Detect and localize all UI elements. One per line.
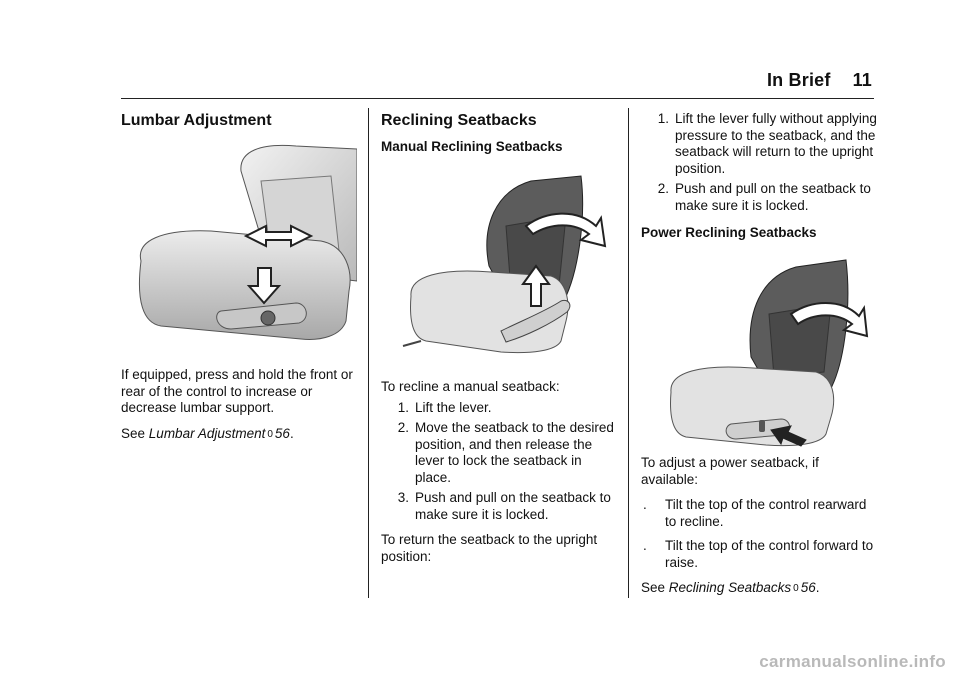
- list-item: .Tilt the top of the control rearward to…: [643, 497, 867, 529]
- list-item: .Tilt the top of the control forward to …: [643, 538, 874, 570]
- manual-steps: 1.Lift the lever. 2.Move the seatback to…: [381, 400, 617, 524]
- header-rule: [121, 98, 874, 99]
- column-reclining-cont: 1.Lift the lever fully without applying …: [641, 108, 877, 599]
- list-item: 2.Move the seatback to the desired posit…: [397, 420, 614, 485]
- manual-recline-seat-illustration: [381, 156, 617, 371]
- xref-link[interactable]: Lumbar Adjustment: [148, 425, 266, 441]
- manual-intro: To recline a manual seatback:: [381, 379, 560, 394]
- xref-page[interactable]: 56: [274, 425, 290, 441]
- reclining-heading: Reclining Seatbacks: [381, 112, 537, 129]
- seat-lumbar-illustration: [121, 131, 358, 341]
- column-reclining: Reclining Seatbacks Manual Reclining Sea…: [381, 108, 617, 565]
- list-item: 1.Lift the lever.: [397, 399, 492, 415]
- section-title: In Brief: [766, 70, 831, 90]
- return-intro: To return the seatback to the upright po…: [381, 532, 598, 564]
- watermark: carmanualsonline.info: [759, 652, 946, 671]
- manual-heading: Manual Reclining Seatbacks: [381, 139, 563, 154]
- list-item: 2.Push and pull on the seatback to make …: [657, 181, 871, 213]
- list-item: 3.Push and pull on the seatback to make …: [397, 490, 611, 522]
- list-item: 1.Lift the lever fully without applying …: [657, 111, 877, 176]
- page-header: In Brief 11: [767, 70, 872, 91]
- power-bullets: .Tilt the top of the control rearward to…: [641, 497, 877, 571]
- xref-icon: 0: [793, 583, 799, 594]
- xref-page[interactable]: 56: [800, 580, 816, 595]
- return-steps: 1.Lift the lever fully without applying …: [641, 111, 877, 214]
- power-recline-seat-illustration: [641, 242, 877, 447]
- column-divider-1: [368, 108, 369, 598]
- xref-icon: 0: [267, 428, 273, 440]
- lumbar-body: If equipped, press and hold the front or…: [121, 367, 353, 415]
- power-heading: Power Reclining Seatbacks: [641, 225, 817, 240]
- column-lumbar: Lumbar Adjustment If equipped, press and…: [121, 108, 358, 444]
- lumbar-heading: Lumbar Adjustment: [121, 112, 272, 129]
- column-divider-2: [628, 108, 629, 598]
- page-number: 11: [852, 70, 872, 90]
- power-intro: To adjust a power seatback, if available…: [641, 455, 819, 487]
- xref-link[interactable]: Reclining Seatbacks: [668, 580, 792, 595]
